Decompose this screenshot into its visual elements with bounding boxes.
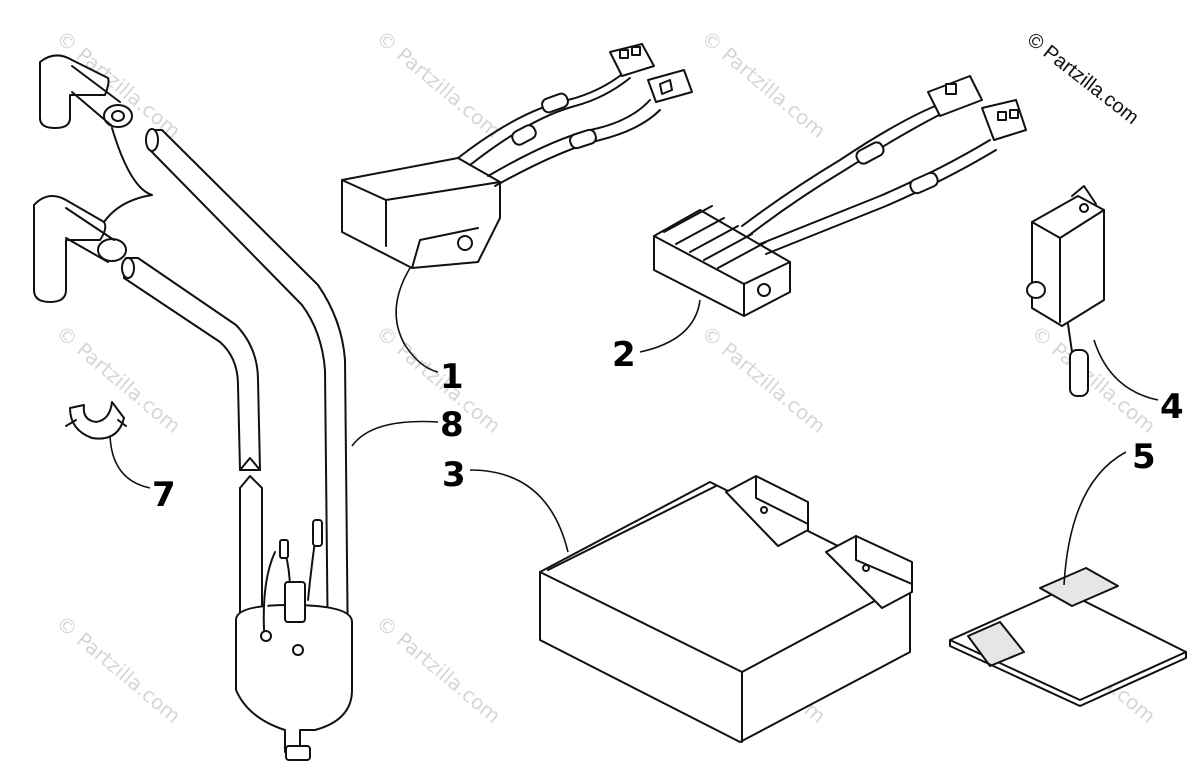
leader-1 [395,267,439,373]
leader-7 [109,435,151,489]
callout-7: 7 [152,475,176,515]
pad-part[interactable] [949,567,1187,707]
copyright-text: © Partzilla.com [1023,29,1143,129]
clip-part[interactable] [65,401,127,440]
watermark: © Partzilla.com [372,320,506,438]
sensor-part[interactable] [1026,185,1105,397]
leader-2 [639,299,701,353]
callout-4: 4 [1160,387,1184,427]
leader-8 [351,420,439,447]
spark-plug-cap-upper [39,54,133,129]
regulator-rectifier-part[interactable] [653,75,1027,317]
callout-3: 3 [442,455,466,495]
spark-plug-cap-lower [33,195,127,303]
watermark: © Partzilla.com [372,610,506,728]
callout-8: 8 [440,405,464,445]
leader-4 [1093,339,1159,401]
callout-1: 1 [440,357,464,397]
watermark: © Partzilla.com [697,25,831,143]
watermark: © Partzilla.com [52,610,186,728]
watermark: © Partzilla.com [1027,320,1161,438]
cdi-box-part[interactable] [341,43,693,269]
watermark: © Partzilla.com [697,320,831,438]
callout-2: 2 [612,335,636,375]
ignition-coil-part[interactable] [33,54,353,761]
watermark: © Partzilla.com [372,25,506,143]
leader-lines [109,267,1159,586]
callout-5: 5 [1132,437,1156,477]
leader-3 [469,469,569,553]
callout-labels: 1 2 3 4 5 7 8 [152,335,1184,515]
leader-5 [1063,451,1127,586]
ecu-box-part[interactable] [539,475,913,743]
